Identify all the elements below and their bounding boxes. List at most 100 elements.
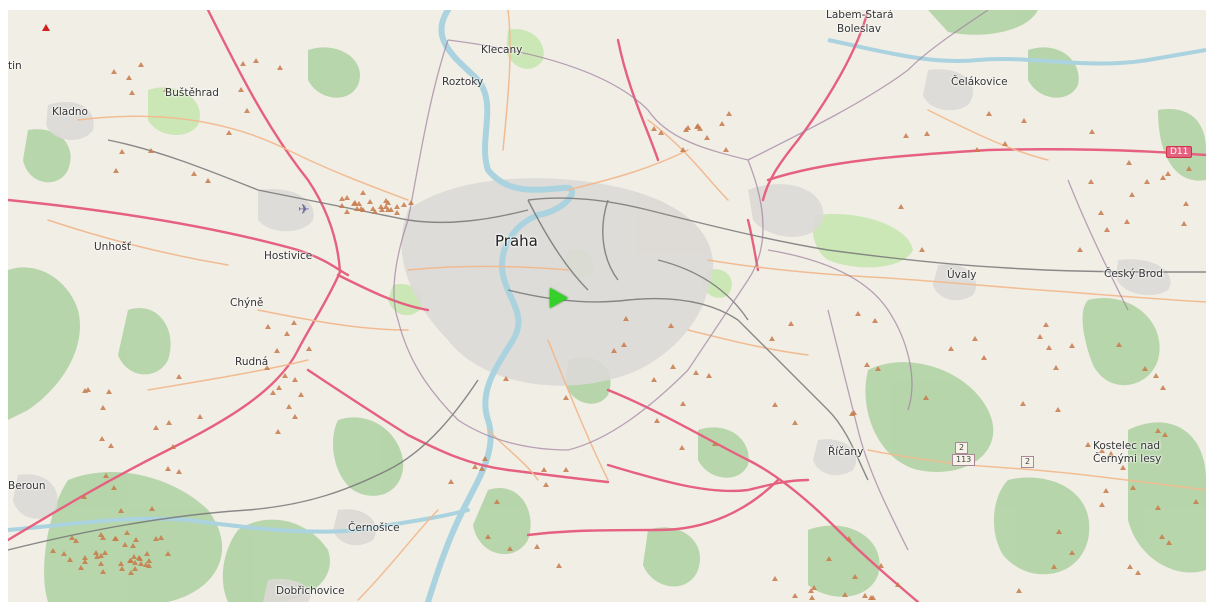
place-label-kostelec-line2[interactable]: Černými lesy — [1093, 453, 1162, 465]
primary-roads — [47, 10, 1206, 601]
peak-icon — [275, 429, 281, 434]
peak-icon — [100, 535, 106, 540]
peak-icon — [292, 377, 298, 382]
peak-icon — [106, 389, 112, 394]
peak-icon — [1160, 385, 1166, 390]
location-pointer-icon[interactable] — [550, 288, 568, 308]
place-label-beroun[interactable]: Beroun — [8, 480, 46, 492]
peak-icon — [93, 550, 99, 555]
peak-icon — [146, 558, 152, 563]
berounka-river — [8, 508, 470, 534]
airport-icon[interactable]: ✈ — [298, 202, 310, 218]
peak-icon — [563, 395, 569, 400]
place-label-klecany[interactable]: Klecany — [481, 44, 523, 56]
peak-icon — [158, 535, 164, 540]
peak-icon — [697, 126, 703, 131]
place-label-dobrichovice[interactable]: Dobřichovice — [276, 585, 345, 597]
peak-icon — [772, 576, 778, 581]
map-canvas[interactable]: ✈ Praha Klecany Roztoky Labem-Stará Bole… — [8, 10, 1206, 602]
peak-icon — [1089, 129, 1095, 134]
place-label-tin[interactable]: tin — [8, 60, 22, 72]
peak-icon — [862, 593, 868, 598]
peak-icon — [948, 346, 954, 351]
place-label-kladno[interactable]: Kladno — [52, 106, 88, 118]
peak-icon — [1183, 201, 1189, 206]
peak-icon — [1130, 485, 1136, 490]
place-label-cesky-brod[interactable]: Český Brod — [1104, 268, 1163, 280]
peak-icon — [668, 323, 674, 328]
peak-icon — [128, 558, 134, 563]
peak-icon — [50, 548, 56, 553]
peak-icon — [693, 370, 699, 375]
peak-icon — [378, 204, 384, 209]
peak-icon — [683, 127, 689, 132]
peak-icon — [277, 65, 283, 70]
place-label-ricany[interactable]: Říčany — [828, 446, 864, 458]
peak-icon — [132, 566, 138, 571]
peak-icon — [122, 542, 128, 547]
place-label-uvaly[interactable]: Úvaly — [947, 269, 977, 281]
peak-icon — [153, 536, 159, 541]
peak-icon — [706, 373, 712, 378]
peak-icon — [394, 210, 400, 215]
peak-icon — [1069, 343, 1075, 348]
peak-icon — [339, 196, 345, 201]
marker-icon[interactable] — [42, 24, 50, 31]
peak-icon — [354, 206, 360, 211]
peak-icon — [852, 574, 858, 579]
peak-icon — [563, 467, 569, 472]
peak-icon — [924, 131, 930, 136]
place-label-praha[interactable]: Praha — [495, 232, 538, 250]
place-label-kostelec-line1[interactable]: Kostelec nad — [1093, 440, 1161, 452]
peak-icon — [367, 199, 373, 204]
peak-icon — [726, 111, 732, 116]
peak-icon — [1160, 175, 1166, 180]
place-label-labem-stara[interactable]: Labem-Stará — [826, 10, 894, 21]
peak-icon — [276, 385, 282, 390]
peak-icon — [482, 456, 488, 461]
road-shield-d11[interactable]: D11 — [1166, 146, 1193, 158]
peak-icon — [1144, 179, 1150, 184]
peak-icon — [69, 535, 75, 540]
road-shield-113[interactable]: 113 — [952, 454, 976, 466]
peak-icon — [113, 168, 119, 173]
peak-icon — [102, 550, 108, 555]
place-label-cernosice[interactable]: Černošice — [348, 522, 400, 534]
peak-icon — [339, 203, 345, 208]
peak-icon — [146, 563, 152, 568]
peak-icon — [792, 593, 798, 598]
road-shield-2-b[interactable]: 2 — [1021, 456, 1035, 468]
place-label-rudna[interactable]: Rudná — [235, 356, 269, 368]
peak-icon — [986, 111, 992, 116]
peak-icon — [166, 420, 172, 425]
road-shield-2-a[interactable]: 2 — [955, 442, 969, 454]
peak-icon — [658, 130, 664, 135]
place-label-roztoky[interactable]: Roztoky — [442, 76, 484, 88]
peak-icon — [100, 569, 106, 574]
peak-icon — [679, 445, 685, 450]
peak-icon — [1051, 564, 1057, 569]
peak-icon — [119, 149, 125, 154]
peak-icon — [98, 532, 104, 537]
peak-icon — [98, 561, 104, 566]
place-label-boleslav[interactable]: Boleslav — [837, 23, 882, 35]
place-label-celakovice[interactable]: Čelákovice — [951, 76, 1008, 88]
peak-icon — [1108, 451, 1114, 456]
peak-icon — [1103, 488, 1109, 493]
peak-icon — [85, 387, 91, 392]
peak-icon — [772, 402, 778, 407]
peak-icon — [719, 121, 725, 126]
place-label-chyne[interactable]: Chýně — [230, 297, 264, 309]
peak-icon — [1162, 432, 1168, 437]
place-label-bustehrad[interactable]: Buštěhrad — [165, 87, 219, 99]
peak-icon — [851, 410, 857, 415]
place-label-unhost[interactable]: Unhošť — [94, 241, 132, 253]
peak-icon — [1159, 534, 1165, 539]
peak-icon — [981, 355, 987, 360]
peak-icon — [1127, 564, 1133, 569]
place-label-hostivice[interactable]: Hostivice — [264, 250, 313, 262]
peak-icon — [82, 559, 88, 564]
peak-icon — [133, 537, 139, 542]
peak-icon — [383, 204, 389, 209]
peak-icon — [129, 90, 135, 95]
